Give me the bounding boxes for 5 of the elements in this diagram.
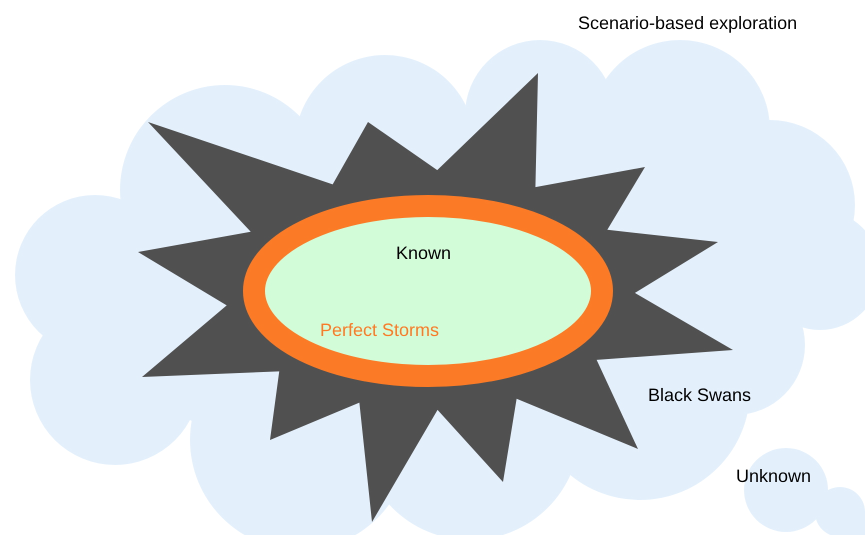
heading-text: Scenario-based exploration	[578, 13, 798, 35]
region-label: Known	[396, 243, 452, 265]
region-label: Unknown	[736, 466, 812, 488]
region-label: Black Swans	[648, 385, 752, 407]
region-label: Perfect Storms	[320, 320, 440, 342]
